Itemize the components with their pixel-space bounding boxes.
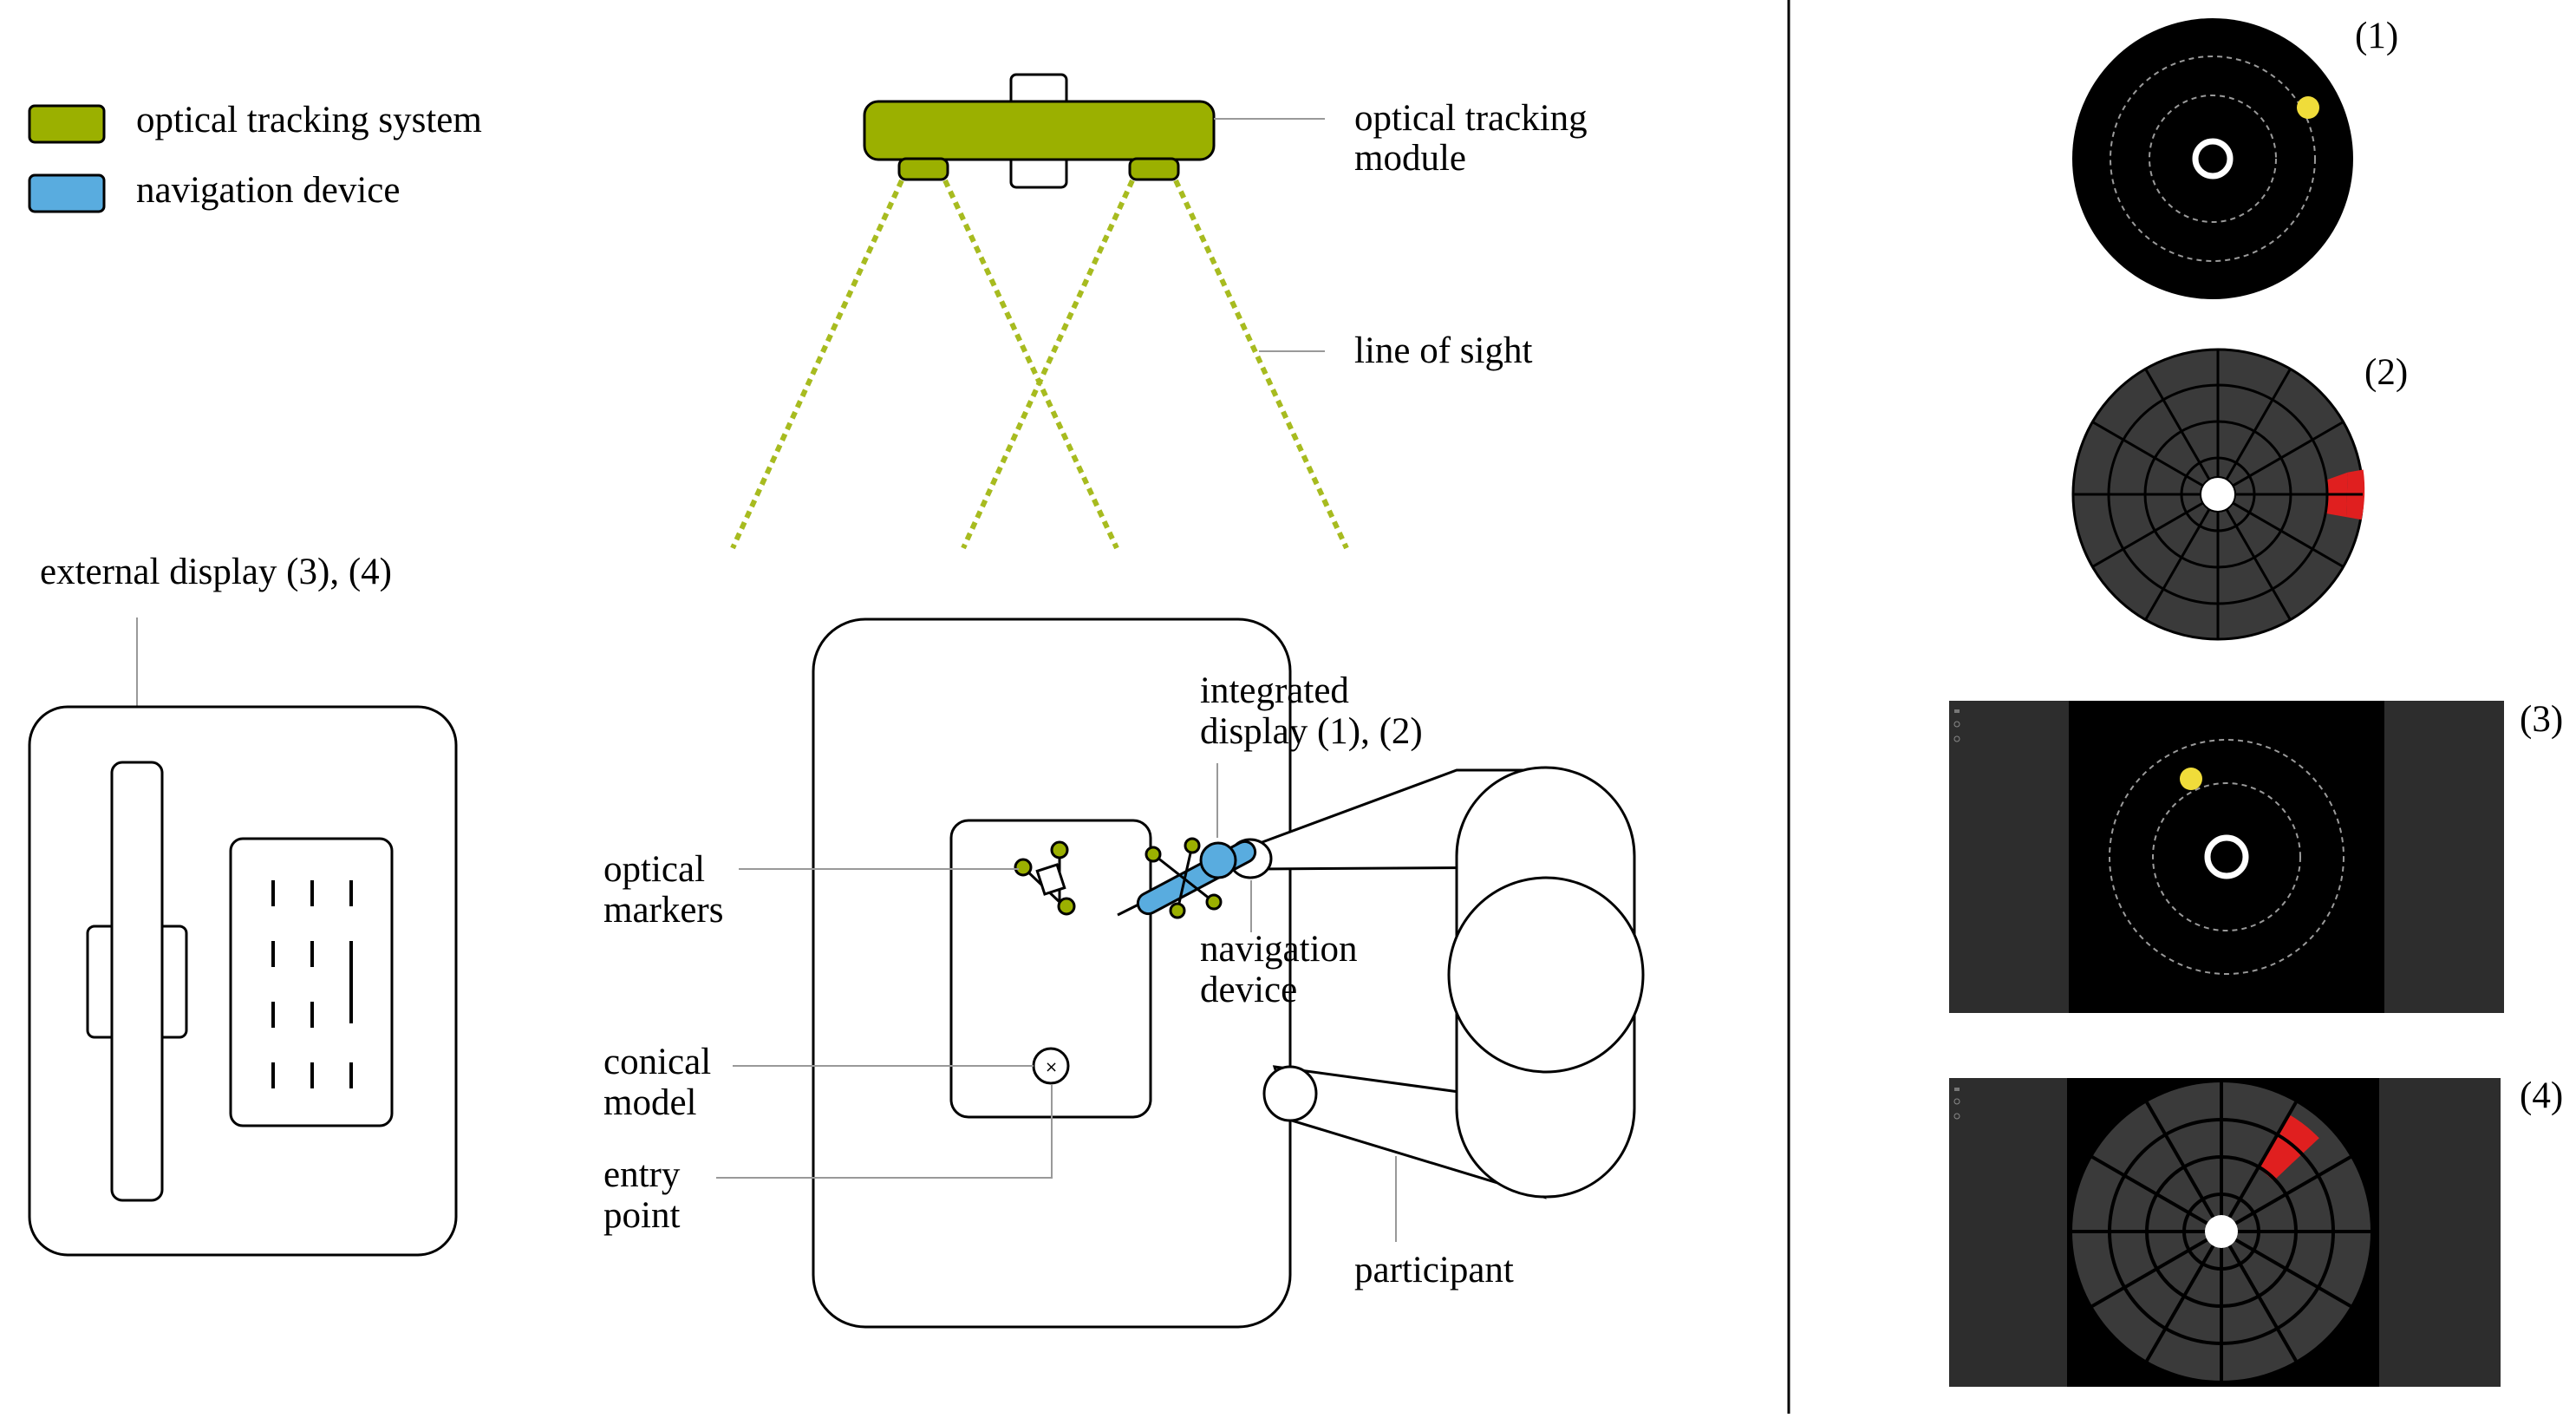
legend-swatch-navigation — [28, 173, 106, 213]
sight-line — [1173, 179, 1349, 550]
navigation-device — [1117, 837, 1257, 919]
optical-tracking-module — [863, 73, 1216, 189]
participant-head — [1447, 876, 1645, 1074]
phantom-marker — [1014, 840, 1076, 916]
display-variant-1: (1) — [2072, 16, 2398, 299]
toolbar-icon — [1953, 721, 1960, 728]
label-navigation-device-1: navigation — [1200, 929, 1358, 970]
tracking-bar — [863, 100, 1216, 161]
lines-of-sight — [730, 179, 1349, 550]
main-setup: × integrated display (1), (2) optical ma… — [603, 618, 1645, 1329]
entry-point-mark: × — [1045, 1058, 1058, 1076]
target-ring — [2192, 138, 2234, 180]
keyboard-keys — [271, 880, 353, 1088]
menu-icon — [1954, 1088, 1960, 1091]
label-integrated-display-1: integrated — [1200, 670, 1349, 711]
target-ring — [2204, 834, 2249, 879]
label-entry-point-2: point — [603, 1195, 680, 1236]
label-external-display: external display (3), (4) — [40, 552, 392, 592]
display-variant-2: (2) — [2071, 348, 2408, 641]
tracking-camera-right — [1128, 157, 1180, 181]
tool-tip-dot — [2180, 768, 2202, 790]
tool-tip-dot — [2297, 96, 2319, 119]
legend-label-navigation: navigation device — [136, 170, 400, 211]
ring — [2149, 95, 2277, 223]
panel-label-2: (2) — [2364, 352, 2408, 393]
ring — [2109, 739, 2344, 975]
label-line-of-sight: line of sight — [1354, 330, 1532, 371]
display-1-screen — [2072, 18, 2353, 299]
label-navigation-device-2: device — [1200, 970, 1297, 1010]
menu-icon — [1954, 709, 1960, 713]
display-variant-3: (3) — [1949, 699, 2563, 1013]
sight-line — [730, 179, 904, 550]
panel-label-4: (4) — [2520, 1075, 2563, 1116]
sight-line — [942, 179, 1119, 550]
keyboard — [229, 837, 394, 1127]
ring — [2152, 782, 2301, 931]
label-conical-model-1: conical — [603, 1042, 711, 1082]
legend-label-tracking: optical tracking system — [136, 100, 482, 140]
center-dot — [2200, 476, 2236, 513]
ring — [2110, 56, 2316, 262]
tracking-camera-left — [897, 157, 949, 181]
label-participant: participant — [1354, 1250, 1514, 1291]
external-monitor — [110, 761, 164, 1202]
sight-line — [961, 179, 1135, 550]
external-display-setup: external display (3), (4) — [28, 552, 458, 1257]
label-entry-point-1: entry — [603, 1154, 681, 1195]
label-optical-tracking-module-2: module — [1354, 138, 1466, 179]
display-variant-4: (4) — [1949, 1075, 2563, 1387]
participant-left-hand — [1262, 1065, 1318, 1122]
label-conical-model-2: model — [603, 1082, 697, 1123]
toolbar-icon — [1953, 1098, 1960, 1105]
panel-label-3: (3) — [2520, 699, 2563, 740]
legend: optical tracking system navigation devic… — [28, 100, 482, 213]
display-3-viewport — [2069, 701, 2384, 1013]
label-optical-markers-1: optical — [603, 849, 705, 890]
toolbar-icon — [1953, 735, 1960, 742]
label-integrated-display-2: display (1), (2) — [1200, 711, 1423, 752]
toolbar-icon — [1953, 1113, 1960, 1120]
center-dot — [2205, 1215, 2238, 1248]
label-optical-tracking-module-1: optical tracking — [1354, 98, 1588, 139]
panel-label-1: (1) — [2355, 16, 2398, 56]
participant — [1228, 766, 1645, 1199]
label-optical-markers-2: markers — [603, 890, 724, 931]
leader-line — [716, 1084, 1053, 1179]
legend-swatch-tracking — [28, 104, 106, 144]
